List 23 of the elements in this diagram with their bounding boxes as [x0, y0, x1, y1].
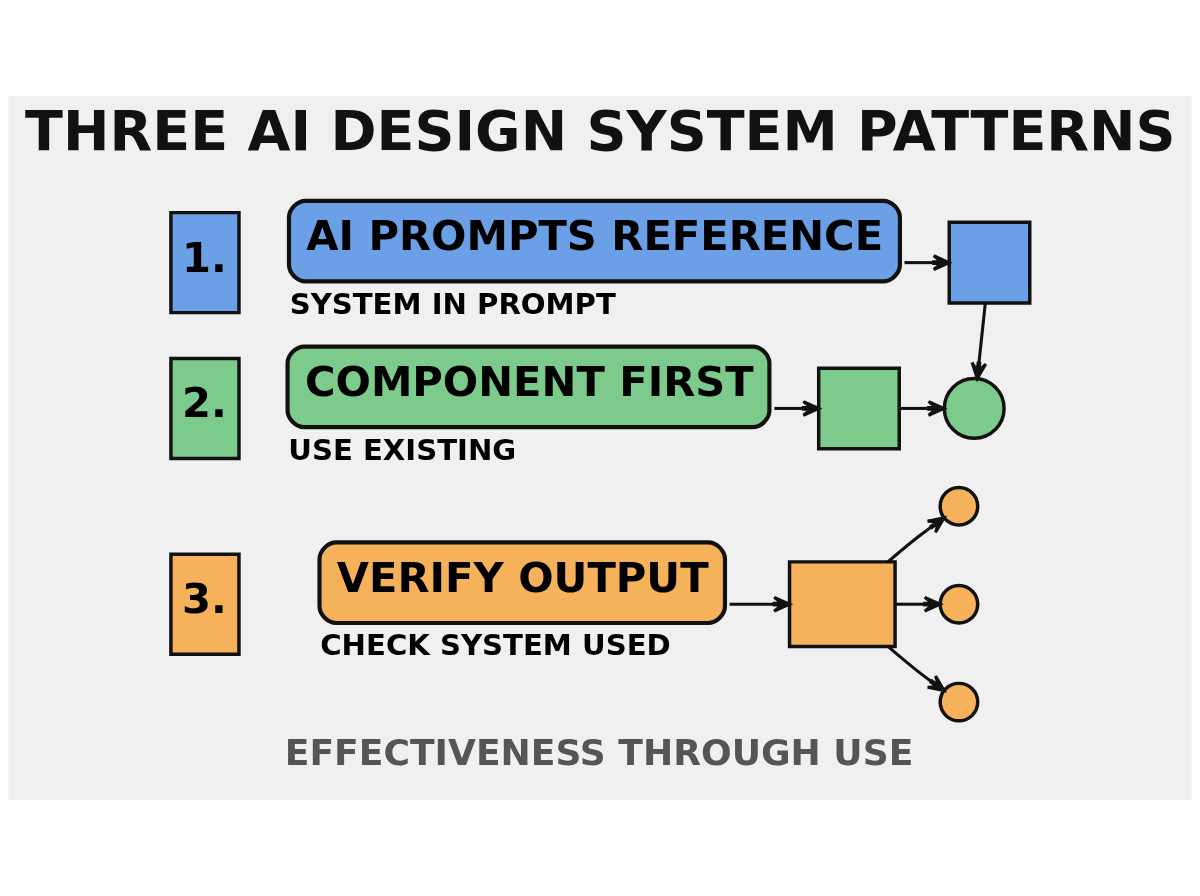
node-box: 1. [169, 210, 241, 315]
node-circle [938, 583, 980, 625]
diagram-title: THREE AI DESIGN SYSTEM PATTERNS [25, 98, 1176, 164]
arrow [887, 645, 946, 693]
node-box [787, 560, 897, 649]
node-label: CHECK SYSTEM USED [320, 628, 671, 663]
node-label: SYSTEM IN PROMPT [289, 286, 616, 321]
node-box: 3. [169, 552, 241, 656]
arrow [895, 595, 942, 613]
caption: EFFECTIVENESS THROUGH USE [284, 731, 914, 775]
arrow [970, 302, 988, 380]
arrow [887, 516, 946, 563]
node-circle [942, 376, 1006, 440]
node-box [816, 366, 901, 451]
node-box: 2. [169, 356, 241, 461]
node-circle [938, 485, 980, 527]
node-box [947, 220, 1032, 305]
node-label: USE EXISTING [288, 432, 517, 467]
node-circle [938, 681, 980, 723]
arrow [904, 254, 951, 272]
arrow [729, 595, 791, 613]
arrow [899, 400, 946, 417]
arrow [774, 400, 821, 417]
